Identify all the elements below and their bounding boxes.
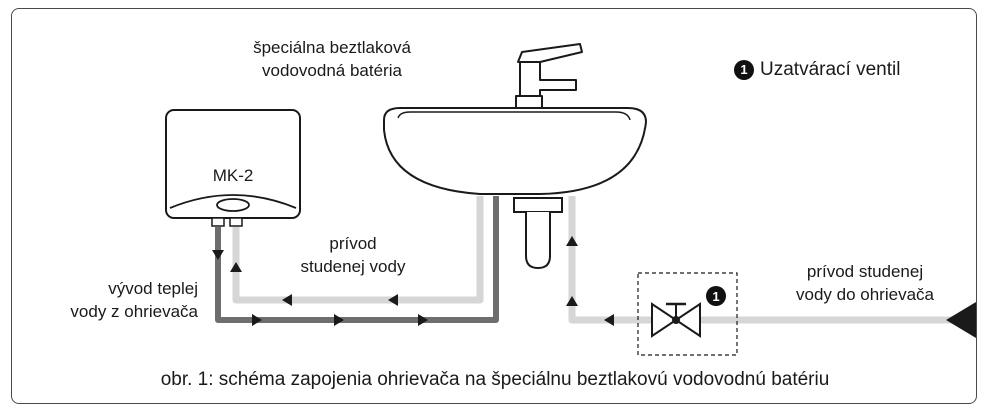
shutoff-valve: [637, 272, 738, 356]
arrow-hot-right-1: [252, 314, 262, 326]
legend: 1 Uzatvárací ventil: [734, 58, 900, 82]
legend-number-badge: 1: [734, 60, 754, 80]
inlet-arrowhead: [946, 302, 976, 338]
faucet-label-line1: špeciálna beztlaková: [253, 38, 411, 57]
faucet-label: špeciálna beztlaková vodovodná batéria: [222, 36, 442, 82]
cold-supply-main-line2: vody do ohrievača: [796, 285, 934, 304]
cold-supply-main-label: prívod studenej vody do ohrievača: [780, 260, 950, 306]
hot-outlet-pipe: [215, 196, 499, 323]
cold-supply-heater-label: prívod studenej vody: [278, 232, 428, 278]
arrow-hot-right-3: [418, 314, 428, 326]
heater-model-label: MK-2: [212, 166, 254, 185]
water-heater: [165, 109, 301, 227]
arrow-cold-up: [230, 262, 242, 272]
faucet: [515, 43, 583, 109]
arrow-hot-right-2: [334, 314, 344, 326]
arrow-cold-left-2: [282, 294, 292, 306]
cold-supply-main-line1: prívod studenej: [806, 262, 924, 281]
cold-supply-heater-line1: prívod: [329, 234, 377, 253]
arrow-cold-left-1: [388, 294, 398, 306]
arrow-main-up-2: [566, 236, 578, 246]
sink: [383, 107, 648, 195]
drain-trap: [513, 197, 563, 270]
arrow-hot-down: [212, 250, 224, 260]
arrow-main-left: [604, 314, 614, 326]
flow-arrows: [212, 236, 976, 338]
diagram-frame: [11, 8, 977, 404]
legend-text: Uzatvárací ventil: [760, 59, 901, 80]
arrow-main-up-1: [566, 296, 578, 306]
figure-caption: obr. 1: schéma zapojenia ohrievača na šp…: [160, 369, 830, 390]
hot-outlet-line2: vody z ohrievača: [70, 302, 198, 321]
hot-outlet-line1: vývod teplej: [108, 279, 198, 298]
valve-number-badge: 1: [706, 286, 726, 306]
hot-outlet-label: vývod teplej vody z ohrievača: [30, 277, 198, 323]
faucet-label-line2: vodovodná batéria: [262, 61, 402, 80]
cold-supply-heater-line2: studenej vody: [300, 257, 406, 276]
